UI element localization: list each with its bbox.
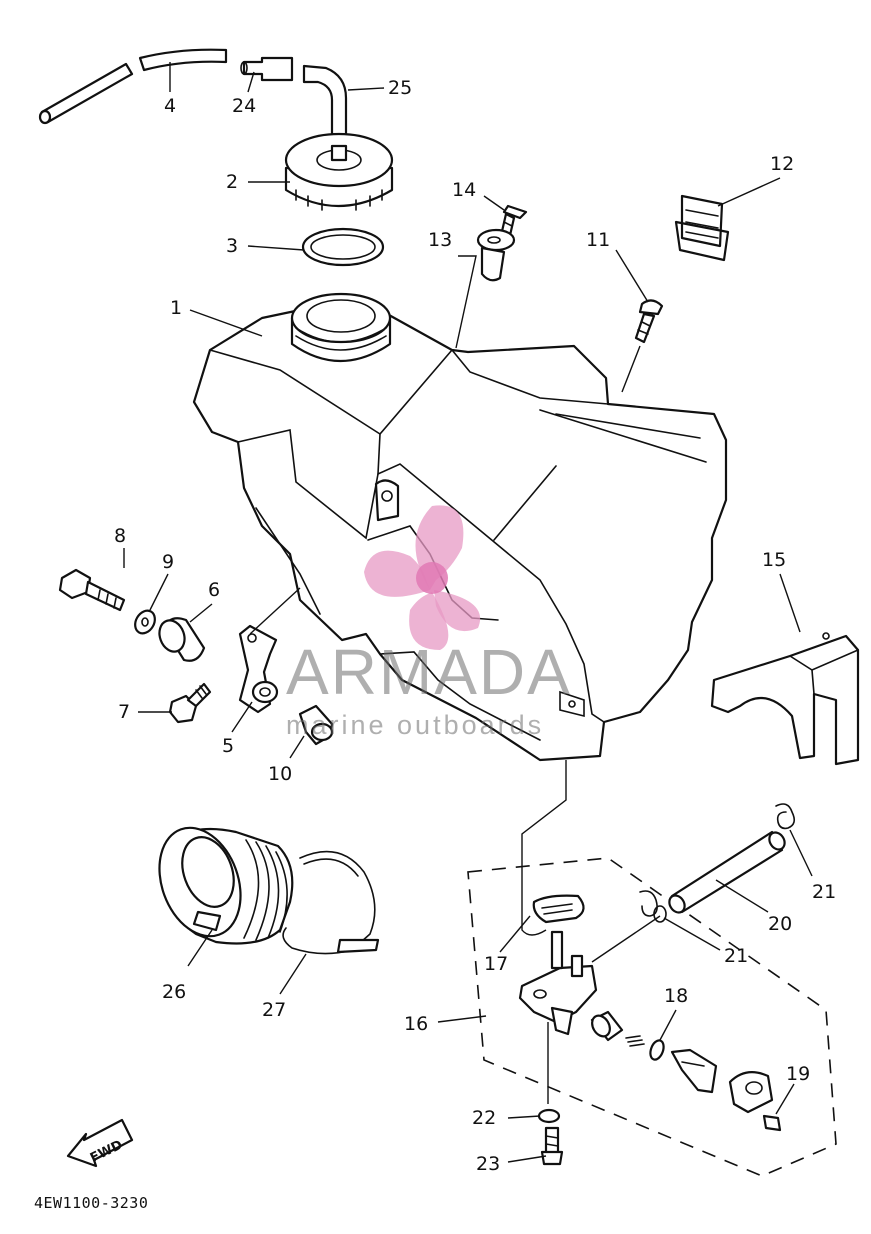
callout-6: 6: [208, 579, 220, 601]
callout-10: 10: [268, 763, 292, 785]
clip-part-21-upper: [775, 803, 796, 830]
callout-16: 16: [404, 1013, 428, 1035]
propeller-logo-icon: [364, 505, 481, 650]
fuel-cock-assembly-boundary: [467, 857, 837, 1177]
callout-21-lower: 21: [724, 945, 748, 967]
callout-20: 20: [768, 913, 792, 935]
callout-15: 15: [762, 549, 786, 571]
watermark-subtitle: marine outboards: [286, 710, 544, 740]
callout-26: 26: [162, 981, 186, 1003]
callout-1: 1: [170, 297, 182, 319]
breather-hose-part-4: [38, 48, 228, 125]
callout-12: 12: [770, 153, 794, 175]
clip-part-12: [674, 194, 730, 262]
callout-21-upper: 21: [812, 881, 836, 903]
screw-part-23: [540, 1126, 564, 1166]
hose-joint-part-24: [240, 56, 294, 82]
callout-22: 22: [472, 1107, 496, 1129]
boot-part-26: [158, 826, 294, 945]
bolt-part-7: [168, 682, 212, 724]
leader-lines: [123, 62, 813, 1163]
lever-plate-part-19: [728, 1071, 782, 1132]
callout-7: 7: [118, 701, 130, 723]
tank-cap-part-2: [284, 132, 394, 211]
side-cover-part-15: [710, 632, 860, 766]
callout-24: 24: [232, 95, 256, 117]
bracket-part-5: [238, 624, 279, 714]
callout-17: 17: [484, 953, 508, 975]
fuel-cock-body: [518, 930, 598, 1036]
fwd-arrow-icon: FWD: [66, 1118, 134, 1168]
bolt-part-8: [58, 568, 126, 612]
diagram-part-code: 4EW1100-3230: [34, 1194, 148, 1212]
callout-9: 9: [162, 551, 174, 573]
callout-19: 19: [786, 1063, 810, 1085]
callout-4: 4: [164, 95, 176, 117]
callout-3: 3: [226, 235, 238, 257]
clip-part-21-lower: [639, 890, 667, 923]
pipe-part-20: [668, 830, 786, 914]
callout-18: 18: [664, 985, 688, 1007]
cap-gasket-part-3: [301, 227, 385, 267]
collar-part-10: [298, 704, 334, 746]
callout-8: 8: [114, 525, 126, 547]
callout-2: 2: [226, 171, 238, 193]
callout-5: 5: [222, 735, 234, 757]
callout-27: 27: [262, 999, 286, 1021]
strainer-part-17: [532, 894, 585, 924]
callout-labels: 1 2 3 4 5 6 7 8 9 10 11 12 13 14 15 16 1…: [114, 77, 836, 1175]
collar-part-13: [476, 228, 516, 282]
plunger-part-18-group: [590, 1010, 718, 1094]
washer-part-22: [537, 1108, 561, 1124]
callout-23: 23: [476, 1153, 500, 1175]
screw-part-11: [634, 299, 664, 344]
clamp-part-27: [282, 850, 380, 955]
armada-watermark: ARMADA marine outboards: [286, 505, 572, 740]
washer-part-9: [134, 609, 156, 635]
watermark-title: ARMADA: [286, 636, 572, 708]
callout-25: 25: [388, 77, 412, 99]
callout-14: 14: [452, 179, 476, 201]
callout-11: 11: [586, 229, 610, 251]
damper-part-6: [158, 617, 206, 662]
callout-13: 13: [428, 229, 452, 251]
